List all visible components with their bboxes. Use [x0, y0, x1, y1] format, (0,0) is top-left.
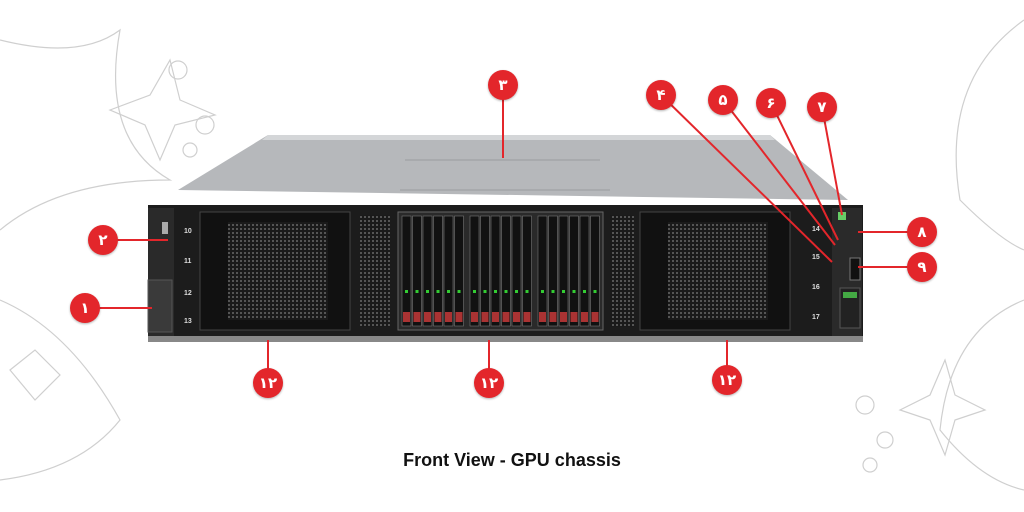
- drive-release-tab: [455, 312, 463, 322]
- callout-12-right: ۱۲: [712, 365, 742, 395]
- drive-release-tab: [445, 312, 452, 322]
- drive-release-tab: [560, 312, 567, 322]
- drive-sled: [401, 215, 412, 327]
- drive-release-tab: [481, 312, 489, 322]
- drive-sled: [537, 215, 548, 327]
- callout-4: ۴: [646, 80, 676, 110]
- drive-led: [426, 290, 429, 293]
- drive-led: [473, 290, 476, 293]
- drive-led: [583, 290, 586, 293]
- bay-label: 17: [812, 314, 820, 321]
- drive-sled: [590, 215, 600, 327]
- drive-release-tab: [549, 312, 557, 322]
- callout-12-left: ۱۲: [253, 368, 283, 398]
- chassis-lid: [178, 135, 848, 200]
- drive-led: [515, 290, 518, 293]
- drive-release-tab: [424, 312, 431, 322]
- bay-label: 15: [812, 254, 820, 261]
- bay-label: 10: [184, 228, 192, 235]
- drive-sled: [579, 215, 590, 327]
- drive-led: [483, 290, 487, 293]
- drive-release-tab: [471, 312, 478, 322]
- decorative-ornaments: [0, 19, 1024, 491]
- bay-label: 13: [184, 318, 192, 325]
- drive-led: [562, 290, 565, 293]
- callout-8: ۸: [907, 217, 937, 247]
- drive-release-tab: [492, 312, 499, 322]
- caption: Front View - GPU chassis: [403, 450, 621, 470]
- drive-led: [525, 290, 529, 293]
- drive-sled: [422, 215, 433, 327]
- drive-sled: [522, 215, 532, 327]
- drive-release-tab: [539, 312, 546, 322]
- drive-release-tab: [513, 312, 520, 322]
- drive-led: [593, 290, 597, 293]
- bay-label: 16: [812, 284, 820, 291]
- drive-led: [541, 290, 544, 293]
- drive-sled: [501, 215, 511, 327]
- drive-release-tab: [413, 312, 421, 322]
- drive-sled: [443, 215, 454, 327]
- drive-led: [457, 290, 461, 293]
- drive-sled: [412, 215, 422, 327]
- drive-release-tab: [502, 312, 510, 322]
- drive-release-tab: [591, 312, 599, 322]
- callout-7: ۷: [807, 92, 837, 122]
- drive-led: [447, 290, 450, 293]
- drive-led: [572, 290, 576, 293]
- drive-led: [551, 290, 555, 293]
- drive-led: [504, 290, 508, 293]
- drive-release-tab: [434, 312, 442, 322]
- callout-1: ۱: [70, 293, 100, 323]
- drive-release-tab: [403, 312, 410, 322]
- drive-sled: [433, 215, 443, 327]
- callout-3: ۳: [488, 70, 518, 100]
- callout-2: ۲: [88, 225, 118, 255]
- drive-release-tab: [570, 312, 578, 322]
- drive-led: [494, 290, 497, 293]
- drive-sled: [548, 215, 558, 327]
- drive-sled: [490, 215, 501, 327]
- drive-led: [436, 290, 440, 293]
- bay-label: 12: [184, 290, 192, 297]
- drive-sled: [469, 215, 480, 327]
- drive-release-tab: [523, 312, 531, 322]
- drive-led: [405, 290, 408, 293]
- bay-label: 11: [184, 258, 192, 265]
- drive-release-tab: [581, 312, 588, 322]
- callout-5: ۵: [708, 85, 738, 115]
- bay-label: 14: [812, 226, 820, 233]
- drive-sled: [558, 215, 569, 327]
- drive-sled: [569, 215, 579, 327]
- drive-sled: [454, 215, 464, 327]
- callout-9: ۹: [907, 252, 937, 282]
- callout-6: ۶: [756, 88, 786, 118]
- drive-sled: [480, 215, 490, 327]
- drive-sled: [511, 215, 522, 327]
- drive-led: [415, 290, 419, 293]
- callout-12-center: ۱۲: [474, 368, 504, 398]
